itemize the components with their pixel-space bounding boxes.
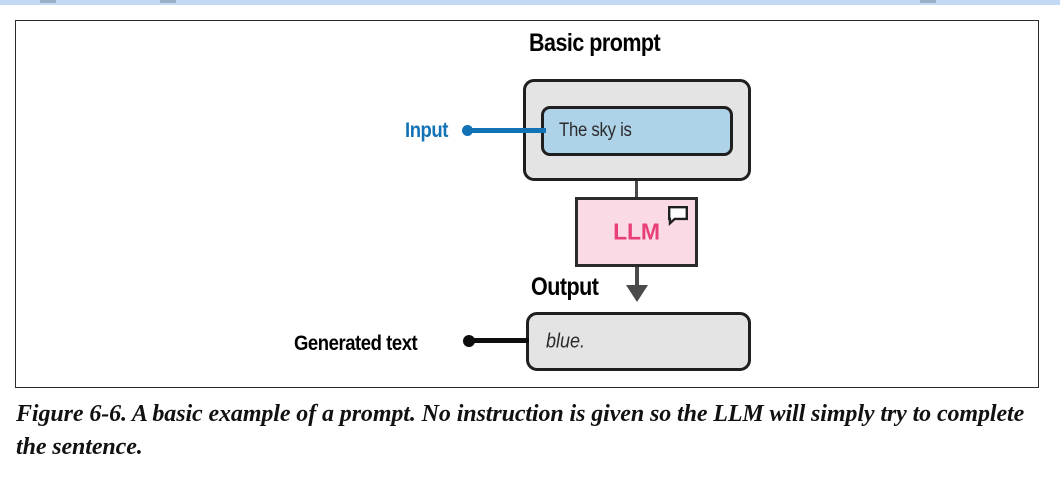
input-callout-dot — [462, 125, 473, 136]
output-box-text: blue. — [546, 330, 586, 352]
viewer-chip-right — [920, 0, 936, 3]
output-box[interactable]: blue. — [526, 312, 751, 371]
figure-frame: Basic prompt The sky is Input LLM Output… — [15, 20, 1039, 388]
arrow-llm-to-output-head — [626, 285, 648, 302]
output-title: Output — [531, 273, 599, 301]
viewer-top-strip — [0, 0, 1060, 5]
input-box[interactable]: The sky is — [541, 106, 733, 156]
input-box-text: The sky is — [559, 120, 632, 141]
figure-caption: Figure 6-6. A basic example of a prompt.… — [16, 401, 1025, 460]
speech-bubble-icon — [668, 206, 688, 227]
generated-text-callout-line — [473, 338, 529, 343]
generated-text-callout-dot — [463, 335, 475, 347]
arrow-llm-to-output-shaft — [635, 267, 639, 289]
viewer-chip-left — [40, 0, 56, 3]
llm-node[interactable]: LLM — [575, 197, 698, 267]
input-callout-line — [471, 128, 546, 133]
input-callout-label: Input — [405, 119, 448, 142]
connector-prompt-to-llm — [635, 181, 639, 199]
generated-text-callout-label: Generated text — [294, 332, 418, 355]
viewer-chip-mid — [160, 0, 176, 3]
basic-prompt-title: Basic prompt — [529, 29, 661, 57]
llm-node-label: LLM — [613, 218, 660, 245]
